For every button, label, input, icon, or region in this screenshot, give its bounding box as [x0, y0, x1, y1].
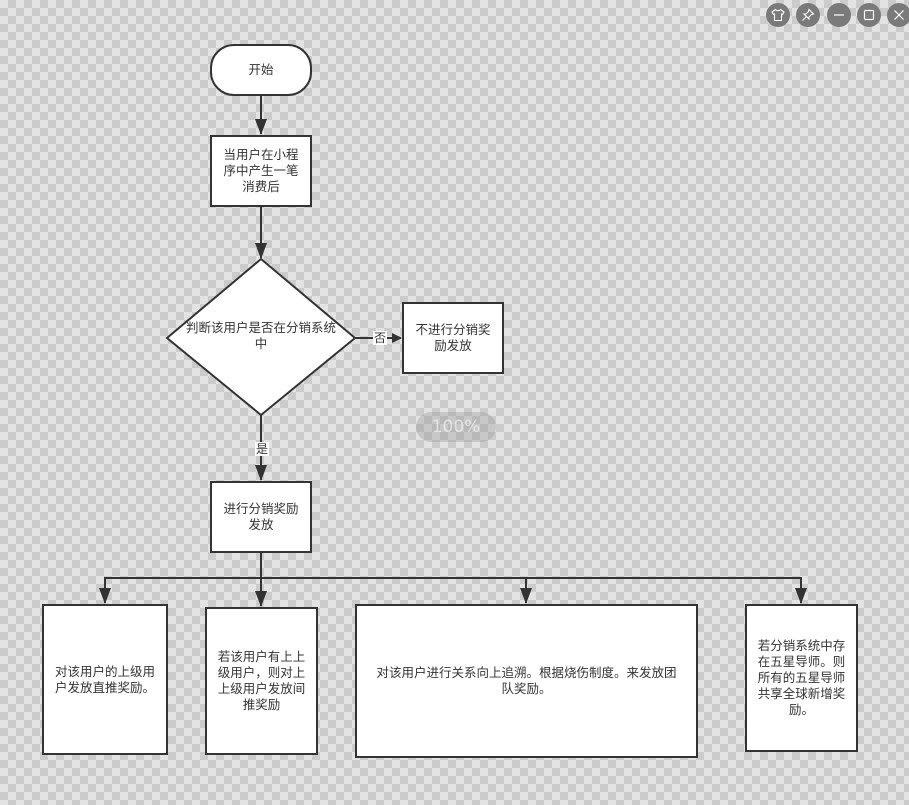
node-text-line: 所有的五星导师: [757, 670, 846, 685]
node-text-line: 对该用户进行关系向上追溯。根据烧伤制度。来发放团: [376, 665, 677, 680]
pin-icon: [802, 8, 815, 21]
node-text-line: 当用户在小程: [223, 147, 299, 162]
pin-button[interactable]: [796, 3, 820, 27]
node-text-line: 不进行分销奖: [415, 322, 491, 337]
node-five-star-mentor-reward[interactable]: 若分销系统中存 在五星导师。则 所有的五星导师 共享全球新增奖 励。: [745, 604, 858, 752]
node-indirect-referral-reward[interactable]: 若该用户有上上 级用户，则对上 上级用户发放间 推奖励: [205, 607, 318, 755]
node-text-line: 户发放直推奖励。: [54, 679, 155, 695]
node-text-line: 消费后: [242, 179, 280, 194]
close-button[interactable]: [887, 3, 909, 27]
node-text-line: 励。: [788, 702, 814, 717]
decision-diamond: [165, 257, 357, 417]
node-text-line: 判断该用户是否在分销系统: [185, 320, 336, 335]
node-text-line: 进行分销奖励: [223, 501, 299, 516]
node-text-line: 推奖励: [242, 697, 281, 712]
node-user-consumes[interactable]: 当用户在小程 序中产生一笔 消费后: [210, 135, 312, 207]
node-text-line: 共享全球新增奖: [757, 686, 846, 701]
node-start-label: 开始: [248, 62, 274, 77]
node-decision-in-distribution[interactable]: 判断该用户是否在分销系统 中: [168, 320, 354, 352]
minimize-icon: [834, 14, 844, 16]
edge-reward-branch3: [261, 577, 532, 604]
edge-label-no: 否: [373, 331, 388, 345]
node-text-line: 发放: [248, 517, 274, 532]
skin-button[interactable]: [766, 3, 790, 27]
node-text-line: 级用户，则对上: [217, 665, 306, 680]
node-issue-reward[interactable]: 进行分销奖励 发放: [210, 481, 312, 553]
node-team-reward[interactable]: 对该用户进行关系向上追溯。根据烧伤制度。来发放团 队奖励。: [355, 604, 698, 758]
node-text-line: 若分销系统中存: [757, 638, 846, 653]
maximize-icon: [863, 9, 875, 21]
node-text-line: 若该用户有上上: [217, 649, 306, 664]
node-text-line: 队奖励。: [501, 681, 552, 696]
edge-label-yes: 是: [255, 442, 270, 456]
edge-reward-branch1: [99, 577, 261, 604]
node-text-line: 在五星导师。则: [757, 654, 846, 669]
edge-reward-branch4: [526, 577, 807, 604]
node-direct-referral-reward[interactable]: 对该用户的上级用 户发放直推奖励。: [42, 604, 168, 755]
node-text-line: 中: [254, 336, 268, 351]
node-text-line: 上级用户发放间: [217, 681, 306, 696]
node-text-line: 序中产生一笔: [223, 163, 299, 178]
close-icon: [894, 10, 904, 20]
shirt-icon: [771, 8, 785, 22]
node-no-reward[interactable]: 不进行分销奖 励发放: [402, 302, 504, 374]
minimize-button[interactable]: [827, 3, 851, 27]
node-text-line: 励发放: [434, 338, 472, 353]
node-start[interactable]: 开始: [210, 44, 312, 96]
node-text-line: 对该用户的上级用: [54, 663, 155, 679]
maximize-button[interactable]: [857, 3, 881, 27]
zoom-level-badge: 100%: [416, 412, 496, 442]
